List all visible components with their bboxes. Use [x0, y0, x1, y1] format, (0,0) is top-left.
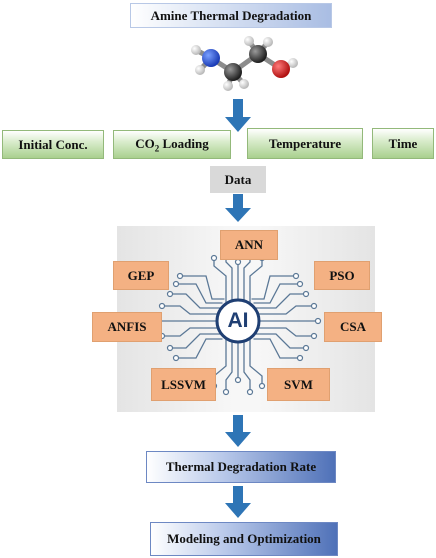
- lssvm-label: LSSVM: [161, 376, 206, 392]
- modeling-label: Modeling and Optimization: [167, 531, 321, 546]
- anfis-label: ANFIS: [107, 319, 147, 334]
- model-lssvm: LSSVM: [151, 368, 216, 401]
- title-box: Amine Thermal Degradation: [130, 3, 332, 28]
- svm-label: SVM: [284, 376, 313, 392]
- output-modeling: Modeling and Optimization: [150, 522, 338, 556]
- input-co2-loading: CO2 Loading: [113, 130, 231, 159]
- arrow-down-icon: [225, 415, 251, 447]
- csa-label: CSA: [339, 319, 366, 334]
- output-rate: Thermal Degradation Rate: [146, 451, 336, 483]
- temperature-label: Temperature: [268, 135, 342, 151]
- co2-loading-label: CO2 Loading: [135, 135, 209, 154]
- ai-center-label: AI: [227, 309, 249, 332]
- input-initial-conc: Initial Conc.: [2, 130, 104, 159]
- title-label: Amine Thermal Degradation: [150, 7, 312, 23]
- input-temperature: Temperature: [247, 128, 363, 159]
- model-pso: PSO: [314, 261, 370, 290]
- pso-label: PSO: [329, 267, 355, 283]
- rate-label: Thermal Degradation Rate: [165, 459, 317, 474]
- data-box: Data: [210, 166, 266, 193]
- arrow-down-icon: [225, 486, 251, 518]
- time-label: Time: [388, 135, 418, 151]
- ann-label: ANN: [234, 237, 264, 252]
- gep-label: GEP: [127, 267, 155, 283]
- molecule-icon: [191, 36, 298, 91]
- model-csa: CSA: [324, 312, 382, 342]
- initial-conc-label: Initial Conc.: [18, 136, 88, 152]
- input-time: Time: [372, 128, 434, 159]
- arrow-down-icon: [225, 99, 251, 132]
- data-label: Data: [224, 171, 252, 187]
- model-gep: GEP: [113, 261, 169, 290]
- model-ann: ANN: [220, 230, 278, 260]
- arrow-down-icon: [225, 194, 251, 222]
- model-anfis: ANFIS: [92, 312, 162, 342]
- model-svm: SVM: [267, 368, 330, 401]
- ai-chip-icon: [215, 298, 261, 344]
